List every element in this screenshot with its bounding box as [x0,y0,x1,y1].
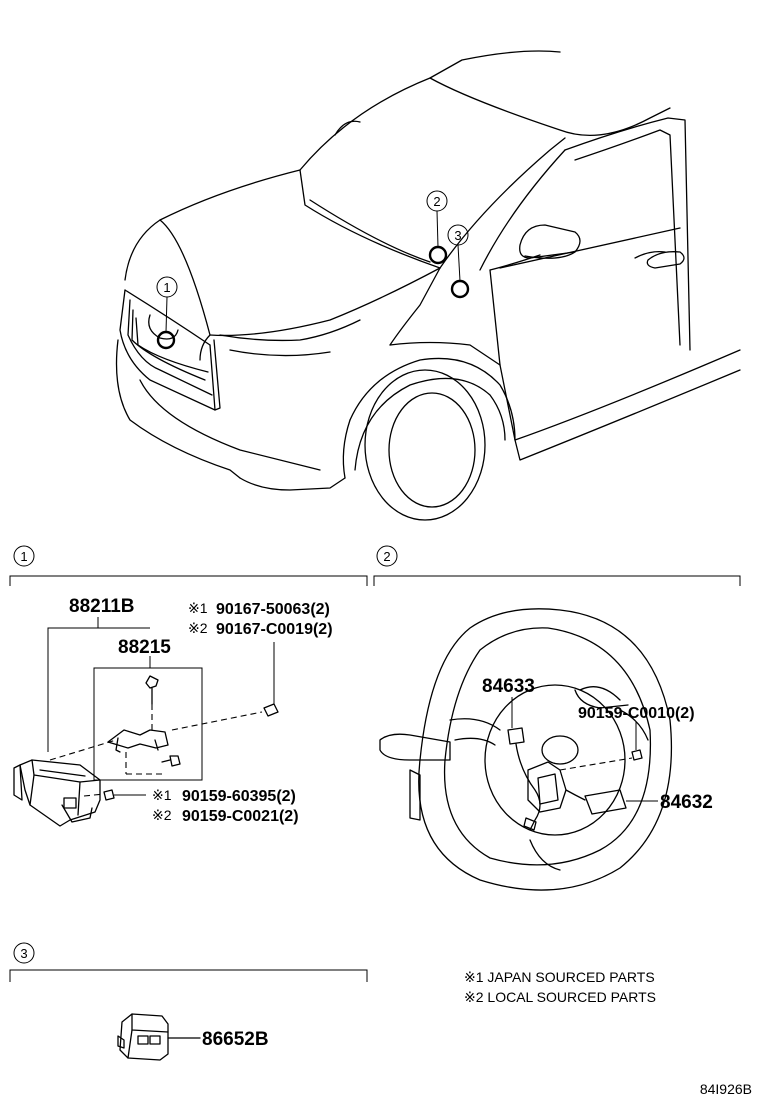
section-2-header [373,545,741,586]
part-84633-label: 84633 [482,676,535,697]
section-1-number: 1 [20,549,27,564]
section-1-header [9,545,368,586]
vehicle-callout-1: 1 [163,280,170,295]
section-3-drawing [117,1013,201,1061]
screw-90159-C0010-label: 90159-C0010(2) [578,705,695,722]
part-84632-label: 84632 [660,792,713,813]
bolt-top-1-mark: ※1 [188,600,208,616]
section-2-number: 2 [383,549,390,564]
part-88215-label: 88215 [118,637,171,658]
note-japan-sourced: ※1 JAPAN SOURCED PARTS [464,969,655,985]
diagram-id: 84I926B [700,1081,752,1097]
section-1-drawing [13,617,279,827]
part-88211B-label: 88211B [69,596,135,617]
vehicle-callout-3: 3 [454,228,461,243]
vehicle-callout-2: 2 [433,194,440,209]
bolt-bottom-2-mark: ※2 [152,807,172,823]
bolt-bottom-1-mark: ※1 [152,787,172,803]
section-3-header [9,942,368,982]
bolt-bottom-2-label: 90159-C0021(2) [182,808,299,825]
bolt-top-1-label: 90167-50063(2) [216,601,330,618]
section-3-number: 3 [20,946,27,961]
bolt-top-2-mark: ※2 [188,620,208,636]
bolt-bottom-1-label: 90159-60395(2) [182,788,296,805]
note-local-sourced: ※2 LOCAL SOURCED PARTS [464,989,656,1005]
part-86652B-label: 86652B [202,1029,269,1050]
bolt-top-2-label: 90167-C0019(2) [216,621,333,638]
section-2-drawing [379,608,673,891]
vehicle-illustration [115,50,741,521]
